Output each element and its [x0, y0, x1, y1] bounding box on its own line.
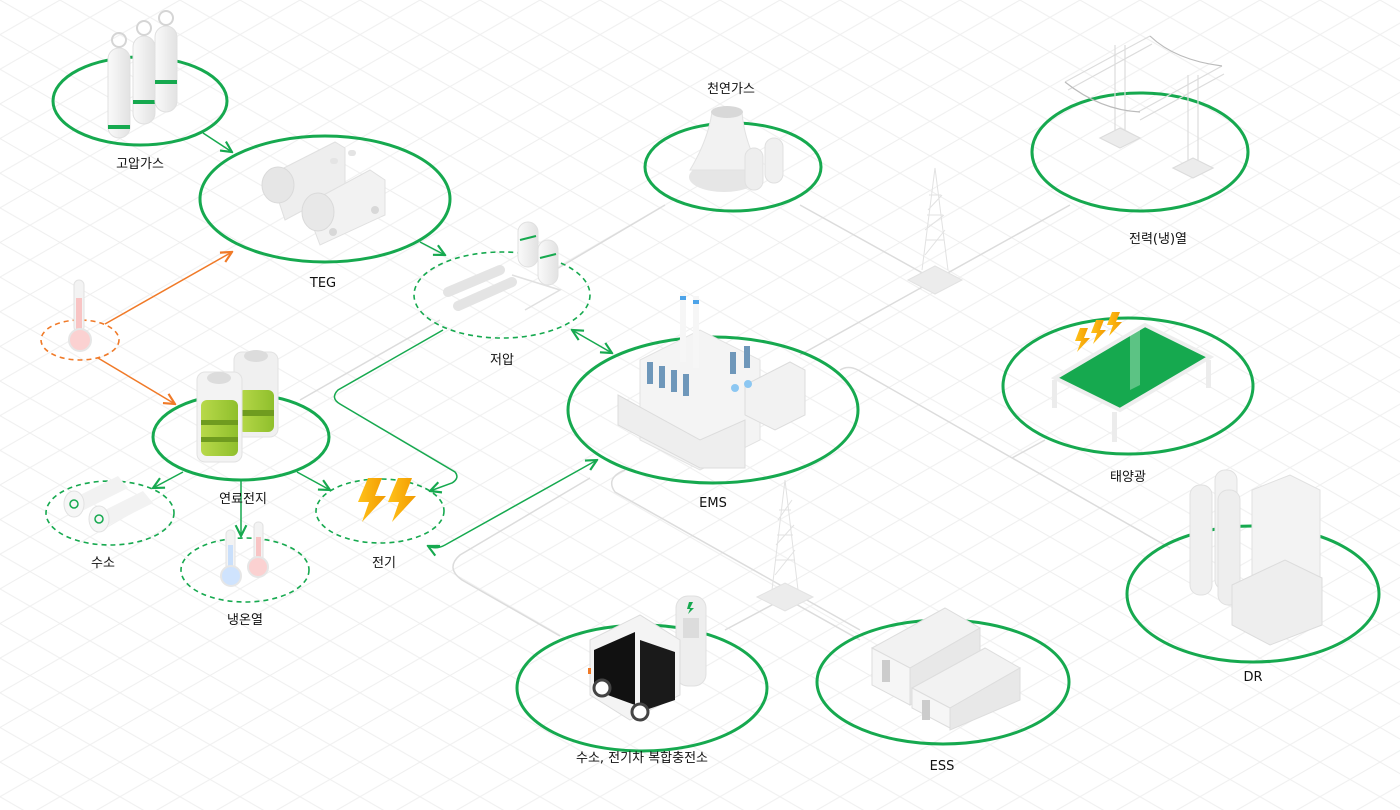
thermometer-hot-icon [68, 279, 92, 352]
gas-cylinders-icon [107, 10, 178, 139]
tank-wagon-icon [261, 141, 386, 246]
connector-ems-tower [799, 279, 936, 356]
cooling-tower-icon [689, 106, 784, 192]
label-natural-gas: 천연가스 [707, 82, 755, 97]
label-hydrogen: 수소 [91, 556, 115, 571]
label-dr: DR [1243, 670, 1262, 685]
ring-hydrogen [45, 480, 175, 546]
hot-cold-thermometers-icon [220, 521, 269, 587]
label-teg: TEG [309, 276, 336, 291]
label-power-heat: 전력(냉)열 [1129, 232, 1187, 247]
fuel-cell-battery-icon [196, 350, 279, 463]
ring-solar [1001, 316, 1255, 456]
low-pressure-tanks-icon [443, 221, 562, 311]
arrow-fuelcell-hydrogen [153, 471, 184, 488]
label-low-pressure: 저압 [490, 353, 514, 368]
label-high-pressure-gas: 고압가스 [116, 157, 164, 172]
arrow-ems-electricity [428, 460, 597, 548]
label-ess: ESS [930, 759, 955, 774]
label-fuel-cell: 연료전지 [219, 492, 267, 507]
solar-panel-icon [1050, 312, 1215, 442]
ring-teg [198, 134, 452, 264]
ring-power-heat [1030, 91, 1250, 213]
arrow-highgas-teg [202, 132, 232, 152]
arrow-fuelcell-electricity [296, 471, 330, 490]
lattice-tower-icon [906, 167, 964, 295]
label-heating-cooling: 냉온열 [227, 613, 263, 628]
connector-ems-solar-dr [839, 366, 1171, 549]
factory-icon [617, 292, 806, 471]
industrial-plant-icon [1189, 469, 1323, 646]
ring-heating-cooling [180, 537, 310, 603]
arrow-heat-teg [104, 252, 232, 325]
ev-bus-charger-icon [588, 595, 707, 722]
connector-solar-branch [1011, 439, 1046, 459]
arrow-teg-lowpressure [419, 241, 445, 255]
flow-arrows [97, 132, 612, 548]
lattice-tower-icon [755, 479, 815, 612]
arrow-lowpressure-ems [572, 330, 612, 353]
label-electricity: 전기 [372, 556, 396, 571]
arrow-heat-fuelcell [97, 357, 175, 404]
ring-low-pressure [413, 251, 591, 339]
ring-electricity [315, 478, 445, 544]
label-solar: 태양광 [1110, 470, 1146, 485]
power-pylons-icon [1064, 35, 1225, 179]
label-ems: EMS [699, 496, 727, 511]
connector-lowpressure-naturalgas [554, 204, 666, 271]
label-charging-station: 수소, 전기차 복합충전소 [576, 751, 708, 766]
lightning-bolts-icon [358, 478, 416, 522]
connector-fuelcell-lowpressure [299, 319, 441, 401]
ring-heat-source [40, 319, 120, 361]
hydrogen-tanks-icon [63, 476, 153, 533]
connector-ems-ess [610, 469, 861, 631]
battery-containers-icon [870, 607, 1022, 731]
